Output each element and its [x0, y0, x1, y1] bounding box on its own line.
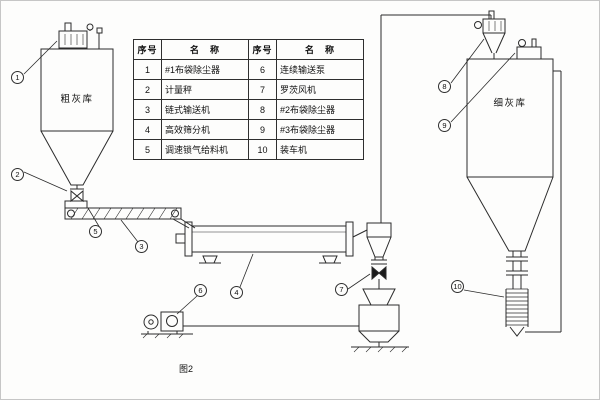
legend-header: 名 称 [161, 39, 249, 60]
legend-name: #2布袋除尘器 [276, 99, 364, 120]
bag-filter-1 [58, 22, 103, 49]
legend-header: 序号 [248, 39, 277, 60]
callout-9: 9 [438, 119, 451, 132]
legend-name: 高效筛分机 [161, 119, 249, 140]
bag-filter-2 [474, 10, 506, 59]
chain-conveyor [64, 207, 196, 229]
legend-no: 3 [133, 99, 162, 120]
legend-name: 装车机 [276, 139, 364, 160]
callout-4: 4 [230, 286, 243, 299]
legend-name: #1布袋除尘器 [161, 59, 249, 80]
sieve-mill [175, 221, 368, 264]
legend-no: 4 [133, 119, 162, 140]
legend-no: 7 [248, 79, 277, 100]
conveying-pipe [380, 14, 492, 223]
roots-blower [141, 311, 359, 339]
figure-caption: 图2 [179, 364, 194, 374]
legend-no: 8 [248, 99, 277, 120]
legend-name: 罗茨风机 [276, 79, 364, 100]
callout-8: 8 [438, 80, 451, 93]
legend-header: 名 称 [276, 39, 364, 60]
legend-no: 10 [248, 139, 277, 160]
vent-pipe [525, 70, 562, 333]
legend-name: 链式输送机 [161, 99, 249, 120]
legend-name: 计量秤 [161, 79, 249, 100]
legend-no: 9 [248, 119, 277, 140]
legend-name: 调速锁气给料机 [161, 139, 249, 160]
legend-name: #3布袋除尘器 [276, 119, 364, 140]
legend-name: 连续输送泵 [276, 59, 364, 80]
callout-3: 3 [135, 240, 148, 253]
legend-header: 序号 [133, 39, 162, 60]
loading-spout [505, 288, 529, 337]
coarse-silo [40, 48, 114, 186]
legend-table: 序号 名 称 序号 名 称 1 #1布袋除尘器 6 连续输送泵 2 计量秤 7 … [133, 39, 364, 160]
legend-no: 5 [133, 139, 162, 160]
legend-row: 3 链式输送机 8 #2布袋除尘器 [133, 99, 364, 120]
fine-silo-label: 细灰库 [493, 98, 527, 109]
legend-row: 5 调速锁气给料机 10 装车机 [133, 139, 364, 160]
callout-10: 10 [451, 280, 464, 293]
weigh-feeder [64, 185, 88, 209]
bag-filter-3 [516, 38, 542, 60]
legend-no: 1 [133, 59, 162, 80]
callout-1: 1 [11, 71, 24, 84]
legend-header-row: 序号 名 称 序号 名 称 [133, 39, 364, 60]
callout-7: 7 [335, 283, 348, 296]
airlock-feeder-valve [371, 265, 387, 289]
legend-no: 2 [133, 79, 162, 100]
callout-2: 2 [11, 168, 24, 181]
legend-row: 1 #1布袋除尘器 6 连续输送泵 [133, 59, 364, 80]
fine-silo [466, 58, 554, 252]
cyclone-hopper [366, 222, 392, 265]
silo-discharge [506, 251, 528, 289]
legend-row: 2 计量秤 7 罗茨风机 [133, 79, 364, 100]
conveying-pump [351, 288, 409, 353]
coarse-silo-label: 粗灰库 [60, 94, 94, 105]
legend-no: 6 [248, 59, 277, 80]
legend-row: 4 高效筛分机 9 #3布袋除尘器 [133, 119, 364, 140]
callout-6: 6 [194, 284, 207, 297]
callout-5: 5 [89, 225, 102, 238]
leader-lines [23, 38, 516, 315]
